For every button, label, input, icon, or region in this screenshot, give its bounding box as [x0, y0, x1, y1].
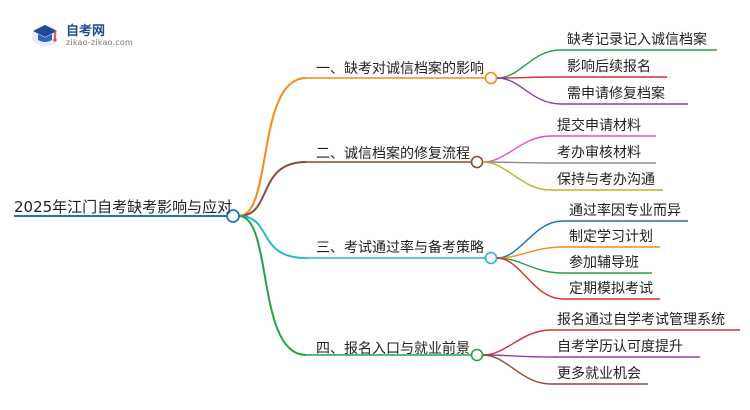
branch-2-topic[interactable]: 二、诚信档案的修复流程	[316, 146, 470, 162]
branch-2-curve	[238, 161, 307, 217]
branch-3-leaf-1[interactable]: 通过率因专业而异	[569, 203, 681, 219]
branch-2-leaf-3[interactable]: 保持与考办沟通	[557, 172, 655, 188]
branch-1-leaf-3-curve	[496, 77, 562, 105]
branch-4-leaf-2[interactable]: 自考学历认可度提升	[557, 339, 683, 355]
branch-1-node	[484, 71, 498, 85]
branch-4-curve	[238, 215, 307, 356]
branch-2-leaf-2-curve	[482, 161, 552, 164]
branch-4-leaf-3-curve	[482, 354, 552, 385]
branch-1-leaf-2-curve	[496, 76, 562, 79]
site-logo[interactable]: 自考网 zikao-zikao.com	[30, 18, 150, 52]
branch-1-leaf-3[interactable]: 需申请修复档案	[567, 86, 665, 102]
branch-1-leaf-1-curve	[496, 49, 562, 79]
root-topic[interactable]: 2025年江门自考缺考影响与应对	[14, 198, 233, 216]
branch-2-leaf-1-curve	[482, 135, 552, 163]
branch-4-leaf-1-curve	[482, 329, 552, 356]
branch-2-leaf-1[interactable]: 提交申请材料	[557, 118, 641, 134]
branch-3-curve	[238, 215, 307, 259]
root-node	[226, 209, 240, 223]
branch-2-leaf-3-curve	[482, 161, 552, 191]
branch-4-leaf-3[interactable]: 更多就业机会	[557, 366, 641, 382]
branch-3-topic[interactable]: 三、考试通过率与备考策略	[316, 240, 484, 256]
graduation-cap-icon	[32, 25, 58, 47]
branch-1-leaf-2[interactable]: 影响后续报名	[567, 59, 651, 75]
logo-title: 自考网	[66, 24, 106, 39]
branch-4-leaf-1[interactable]: 报名通过自学考试管理系统	[557, 312, 725, 328]
branch-3-leaf-3[interactable]: 参加辅导班	[569, 255, 639, 271]
branch-1-topic[interactable]: 一、缺考对诚信档案的影响	[316, 61, 484, 77]
branch-1-curve	[238, 77, 307, 217]
branch-1-leaf-1[interactable]: 缺考记录记入诚信档案	[567, 32, 707, 48]
branch-3-node	[484, 251, 498, 265]
branch-2-leaf-2[interactable]: 考办审核材料	[557, 145, 641, 161]
branch-3-leaf-2[interactable]: 制定学习计划	[569, 229, 653, 245]
branch-3-leaf-4-curve	[496, 257, 564, 300]
branch-4-node	[470, 348, 484, 362]
branch-3-leaf-4[interactable]: 定期模拟考试	[569, 281, 653, 297]
logo-url: zikao-zikao.com	[66, 38, 133, 47]
branch-4-topic[interactable]: 四、报名入口与就业前景	[316, 341, 470, 357]
branch-2-node	[470, 155, 484, 169]
